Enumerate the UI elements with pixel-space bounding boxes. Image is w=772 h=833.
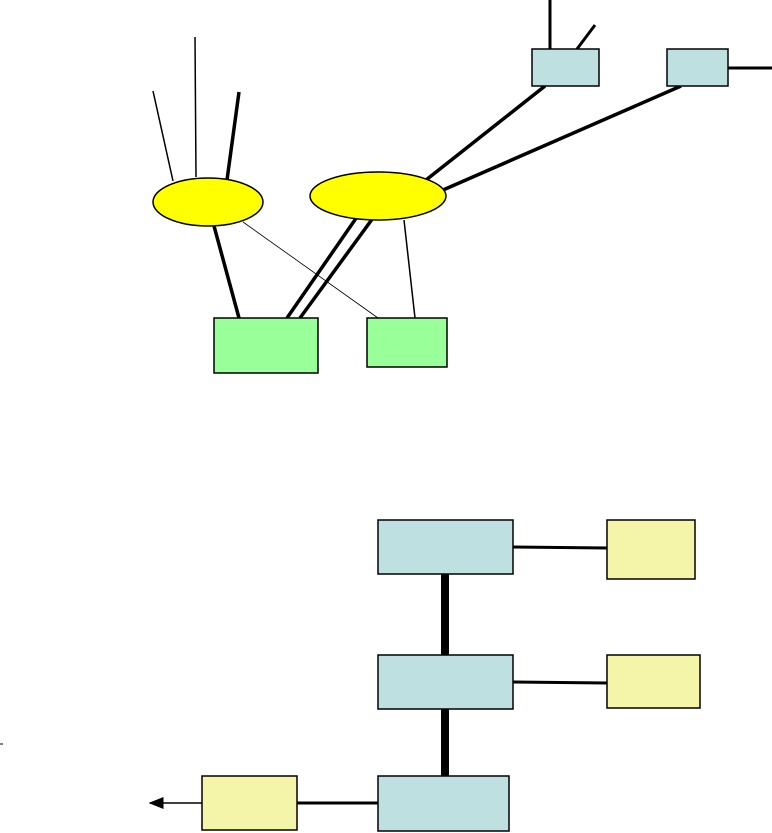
link-ellipse-left-to-green-left (212, 225, 241, 319)
link-ellipse-right-to-blue-top-middle (424, 84, 547, 182)
antenna-line-left-thin (152, 90, 174, 182)
blue-top-middle-stub-diagonal (575, 24, 597, 50)
blue-box-lower-top (377, 519, 514, 575)
node-ellipse-left (152, 177, 264, 227)
green-box-left (213, 317, 319, 374)
upper-connectors (152, 0, 772, 320)
lower-connectors (148, 545, 608, 809)
blue-box-top-middle (531, 48, 600, 87)
node-ellipse-right (309, 171, 447, 221)
link-ellipse-right-to-green-left-b (298, 216, 375, 320)
green-box-right (366, 317, 448, 368)
link-lower-top-to-pale-yellow (512, 545, 608, 550)
pale-yellow-box-middle (606, 654, 701, 709)
antenna-line-center (194, 36, 197, 178)
blue-box-lower-bottom (377, 775, 510, 832)
pale-yellow-box-left (201, 775, 298, 831)
link-ellipse-right-to-blue-top-right (442, 84, 682, 192)
link-lower-middle-to-pale-yellow (512, 680, 608, 685)
link-ellipse-right-to-green-right (403, 219, 416, 319)
link-ellipse-left-to-green-right (242, 221, 379, 319)
link-ellipse-right-to-green-left-a (285, 213, 361, 319)
lower-shapes (201, 519, 701, 832)
blue-box-lower-middle (377, 654, 514, 710)
antenna-line-right-thick (225, 91, 241, 181)
blue-box-top-right (666, 48, 729, 87)
pale-yellow-box-top (606, 519, 696, 580)
upper-shapes (152, 48, 729, 374)
